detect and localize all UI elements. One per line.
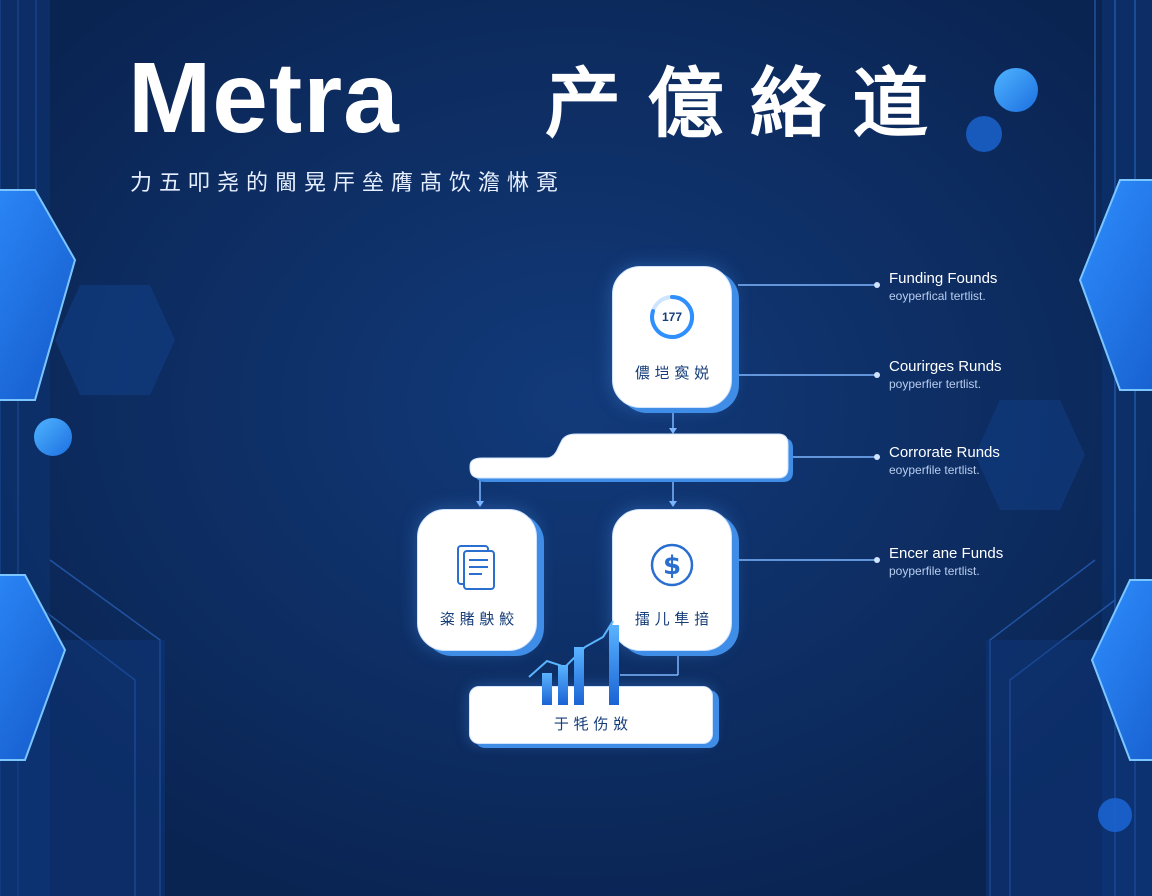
bar-chart-icon xyxy=(528,620,619,705)
dollar-circle-icon: $ xyxy=(650,543,694,587)
right-dot-large xyxy=(994,68,1038,112)
legend-sub: poyperfile tertlist. xyxy=(889,564,980,578)
left-hexagon-bottom xyxy=(0,574,67,761)
gauge-ring-icon xyxy=(650,294,695,339)
right-hexagon-bottom xyxy=(1090,579,1152,761)
left-hexagon-top xyxy=(0,189,77,401)
legend-title: Encer ane Funds xyxy=(889,545,1004,562)
top-node: 177 儂 垲 寏 娧 xyxy=(612,266,732,408)
legend-title: Funding Founds xyxy=(889,270,998,287)
left-node-label: 粢 賭 鴃 鮫 xyxy=(439,610,515,628)
legend-sub: eoyperfical tertlist. xyxy=(889,289,986,303)
legend-item-2: Courirges Runds poyperfier tertlist. xyxy=(889,358,1002,391)
left-dot xyxy=(34,418,72,456)
right-dot-bottom xyxy=(1098,798,1132,832)
top-node-label: 儂 垲 寏 娧 xyxy=(634,364,710,382)
legend-item-4: Encer ane Funds poyperfile tertlist. xyxy=(889,545,1003,578)
right-hexagon-top xyxy=(1078,179,1152,391)
right-node: $ 擂 儿 隼 揞 xyxy=(612,509,732,651)
right-dot-small xyxy=(966,116,1002,152)
bottom-bar: 于 牦 伤 敚 xyxy=(469,686,713,744)
legend-title: Courirges Runds xyxy=(889,358,1002,375)
document-icon xyxy=(457,545,495,590)
legend-sub: eoyperfile tertlist. xyxy=(889,463,980,477)
top-node-badge: 177 xyxy=(661,310,683,324)
middle-bar xyxy=(469,433,793,482)
legend-item-3: Corrorate Runds eoyperfile tertlist. xyxy=(889,444,1000,477)
svg-text:$: $ xyxy=(663,551,681,581)
connector-lines xyxy=(479,284,876,676)
legend-sub: poyperfier tertlist. xyxy=(889,377,982,391)
legend-title: Corrorate Runds xyxy=(889,444,1000,461)
bottom-bar-label: 于 牦 伤 敚 xyxy=(553,715,629,733)
subtitle: 力 五 叩 尧 的 閫 晃 厈 垒 膺 髙 饮 澹 惏 覔 xyxy=(130,171,558,196)
left-node: 粢 賭 鴃 鮫 xyxy=(417,509,537,651)
brand-title-cn: 产 億 絡 道 xyxy=(545,59,929,148)
brand-title: Metra xyxy=(128,42,400,154)
legend-item-1: Funding Founds eoyperfical tertlist. xyxy=(889,270,997,303)
right-node-label: 擂 儿 隼 揞 xyxy=(634,610,710,628)
